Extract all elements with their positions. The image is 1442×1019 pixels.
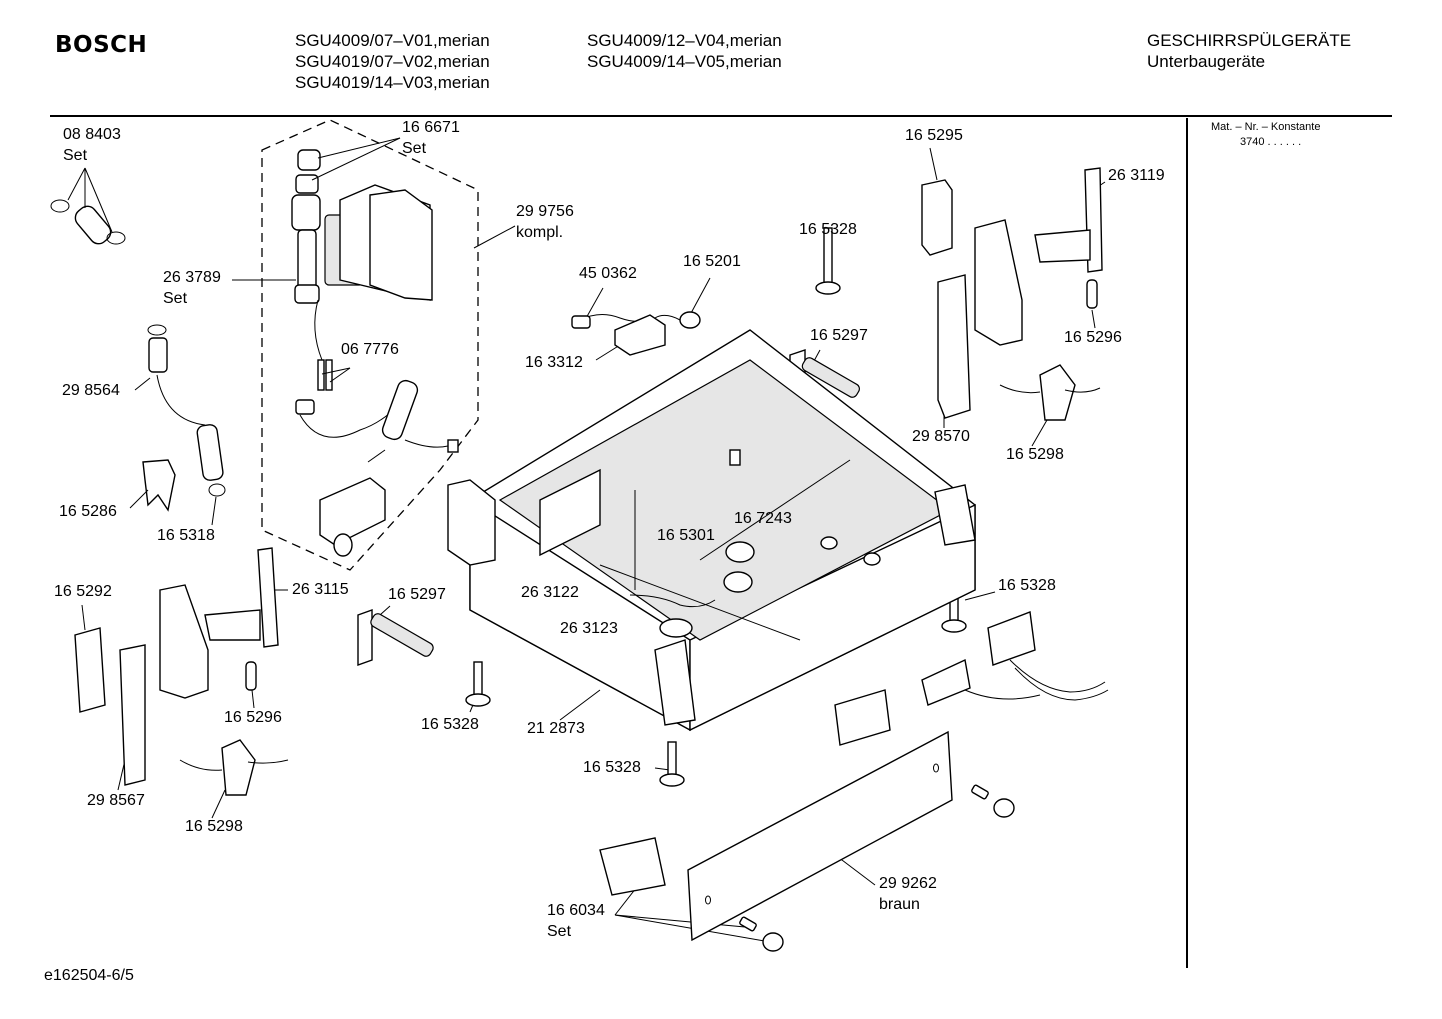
part-label: 16 5328: [421, 716, 479, 733]
terminals-067776: [314, 299, 333, 391]
part-label: 08 8403: [63, 126, 121, 143]
part-label: 16 5297: [388, 586, 446, 603]
part-label: 16 3312: [525, 354, 583, 371]
part-label: 16 5328: [583, 759, 641, 776]
part-label: 26 3119: [1108, 167, 1165, 184]
part-label: 16 5297: [810, 327, 868, 344]
door-switch-165298-left: [179, 739, 289, 796]
screw-165328: [465, 661, 491, 707]
part-label: 16 5318: [157, 527, 215, 544]
screw-cap-set-166034: [739, 784, 1015, 952]
tray-details: [629, 449, 881, 638]
part-label: 26 3789: [163, 269, 221, 286]
part-label: 16 7243: [734, 510, 792, 527]
part-label: 29 8570: [912, 428, 970, 445]
part-label: 16 5296: [1064, 329, 1122, 346]
door-switch-165298-right: [999, 364, 1101, 421]
brand-logo: BOSCH: [55, 32, 148, 58]
part-label: 16 5328: [998, 577, 1056, 594]
clip-165286: [142, 459, 176, 512]
spring-165297: [357, 609, 434, 666]
part-label: 29 8564: [62, 382, 120, 399]
part-label: 21 2873: [527, 720, 585, 737]
part-label: 16 6671: [402, 119, 460, 136]
category-block: GESCHIRRSPÜLGERÄTE Unterbaugeräte: [1147, 30, 1351, 72]
part-label-note: Set: [163, 290, 188, 307]
category-subtitle: Unterbaugeräte: [1147, 52, 1266, 71]
part-label: 26 3122: [521, 584, 579, 601]
part-label: 16 5301: [657, 527, 715, 544]
kick-plate-299262: [599, 689, 953, 942]
valve-cover: [339, 184, 433, 301]
part-label: 16 5298: [1006, 446, 1064, 463]
part-label: 45 0362: [579, 265, 637, 282]
model-entry: SGU4019/14–V03,merian: [295, 73, 490, 92]
base-tray-212873: [447, 329, 976, 732]
model-list-right: SGU4009/12–V04,merian SGU4009/14–V05,mer…: [587, 30, 782, 72]
part-label: 16 5296: [224, 709, 282, 726]
part-label: 16 5286: [59, 503, 117, 520]
document-id: e162504-6/5: [44, 967, 134, 984]
model-entry: SGU4009/07–V01,merian: [295, 31, 490, 50]
assembly-outline: [261, 119, 479, 571]
part-label: 16 5201: [683, 253, 741, 270]
cable-connectors: [921, 611, 1109, 706]
level-switch-bracket: [319, 477, 386, 557]
coil-hose: [295, 379, 459, 463]
part-label: 26 3115: [292, 581, 349, 598]
part-label: 16 5295: [905, 127, 963, 144]
screw-165328: [815, 227, 841, 295]
part-label: 16 6034: [547, 902, 605, 919]
part-label: 29 9262: [879, 875, 937, 892]
hose-set-088403: [50, 199, 126, 245]
wiring-harness-163312: [571, 311, 701, 356]
part-label-note: Set: [402, 140, 427, 157]
part-label-note: Set: [63, 147, 88, 164]
category-title: GESCHIRRSPÜLGERÄTE: [1147, 31, 1352, 50]
part-label-note: kompl.: [516, 224, 564, 241]
screw-165328: [659, 741, 685, 787]
part-label: 29 9756: [516, 203, 574, 220]
mounting-bracket-right: [921, 167, 1103, 419]
part-label: 16 5328: [799, 221, 857, 238]
part-label: 26 3123: [560, 620, 618, 637]
hose-298564: [147, 324, 226, 497]
model-entry: SGU4019/07–V02,merian: [295, 52, 490, 71]
part-label: 29 8567: [87, 792, 145, 809]
part-label: 16 5292: [54, 583, 112, 600]
part-label-note: braun: [879, 896, 920, 913]
part-label-note: Set: [547, 923, 572, 940]
part-label: 06 7776: [341, 341, 399, 358]
model-entry: SGU4009/14–V05,merian: [587, 52, 782, 71]
part-label: 16 5298: [185, 818, 243, 835]
mounting-bracket-left: [74, 547, 279, 786]
model-entry: SGU4009/12–V04,merian: [587, 31, 782, 50]
model-list-left: SGU4009/07–V01,merian SGU4019/07–V02,mer…: [295, 30, 490, 93]
material-number-title: Mat. – Nr. – Konstante: [1211, 121, 1321, 133]
material-number-value: 3740 . . . . . .: [1240, 136, 1302, 148]
